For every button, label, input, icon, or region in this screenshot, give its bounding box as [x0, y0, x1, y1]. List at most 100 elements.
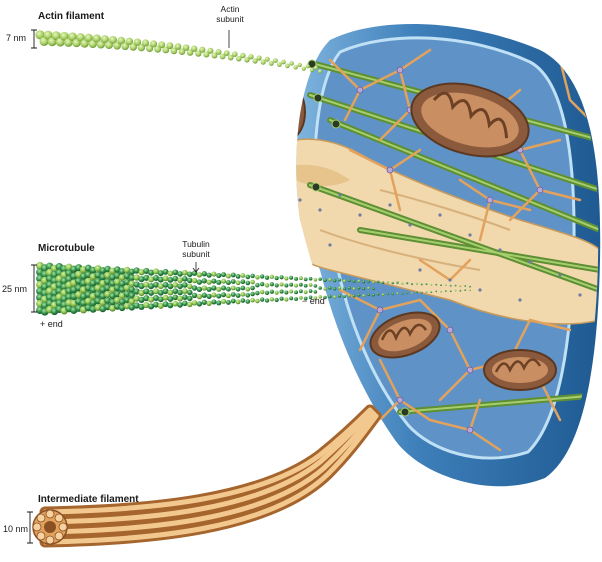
tubulin-subunit-bead: [211, 271, 217, 277]
tubulin-subunit-bead: [167, 283, 174, 290]
tubulin-subunit-bead: [279, 282, 284, 287]
tubulin-subunit-bead: [352, 294, 356, 298]
tubulin-subunit-bead: [274, 297, 279, 303]
microtubule-title: Microtubule: [38, 243, 95, 254]
tubulin-subunit-bead: [216, 300, 222, 306]
actin-subunit-bead: [35, 30, 45, 40]
tubulin-subunit-bead: [196, 293, 203, 300]
tubulin-subunit-bead: [469, 285, 471, 288]
tubulin-subunit-bead: [143, 295, 150, 302]
tubulin-subunit-bead: [196, 301, 203, 307]
actin-subunit-bead: [43, 30, 53, 40]
tubulin-subunit-bead: [289, 289, 294, 294]
actin-subunit-bead: [141, 39, 150, 47]
tubulin-subunit-bead: [454, 284, 457, 287]
tubulin-subunit-bead: [299, 295, 303, 300]
tubulin-subunit-bead: [221, 292, 227, 298]
tubulin-subunit-bead: [128, 292, 135, 299]
tubulin-subunit-bead: [284, 276, 289, 281]
tubulin-subunit-bead: [347, 278, 351, 283]
tubulin-subunit-bead: [235, 274, 241, 279]
actin-subunit-bead: [260, 59, 266, 65]
actin-subunit-bead: [178, 48, 186, 55]
tubulin-subunit-bead: [279, 289, 284, 294]
actin-subunit-bead: [174, 43, 182, 50]
tubulin-subunit-bead: [328, 277, 332, 282]
tubulin-subunit-bead: [167, 289, 174, 296]
tubulin-subunit-bead: [328, 286, 332, 290]
tubulin-subunit-bead: [459, 289, 462, 292]
tubulin-subunit-bead: [372, 287, 375, 291]
actin-subunit-bead: [100, 35, 109, 44]
tubulin-subunit-bead: [308, 289, 313, 293]
tubulin-subunit-bead: [235, 293, 241, 298]
tubulin-subunit-bead: [157, 270, 164, 277]
tubulin-subunit-bead: [245, 274, 251, 280]
tubulin-subunit-bead: [143, 274, 150, 281]
tubulin-subunit-bead: [454, 289, 457, 292]
tubulin-subunit-bead: [260, 297, 265, 302]
tubulin-subunit-bead: [245, 286, 251, 292]
tubulin-subunit-bead: [449, 290, 452, 293]
tubulin-subunit-bead: [381, 281, 385, 284]
intermediate-size-label: 10 nm: [3, 524, 29, 534]
tubulin-subunit-bead: [196, 286, 203, 292]
tubulin-subunit-bead: [201, 299, 207, 305]
tubulin-subunit-bead: [260, 289, 265, 295]
actin-subunit-bead: [68, 32, 77, 41]
tubulin-subunit-bead: [182, 294, 188, 300]
actin-filament: [35, 30, 322, 74]
tubulin-subunit-bead: [318, 295, 322, 299]
actin-subunit-bead: [277, 62, 282, 67]
tubulin-subunit-bead: [284, 297, 289, 302]
tubulin-subunit-bead: [308, 283, 313, 287]
tubulin-subunit-bead: [420, 291, 423, 294]
microtubule-size-label: 25 nm: [2, 284, 28, 294]
tubulin-subunit-bead: [289, 296, 294, 301]
tubulin-subunit-bead: [313, 278, 318, 282]
tubulin-subunit-bead: [430, 283, 433, 286]
cell-interior: [296, 48, 599, 452]
actin-subunit-bead: [170, 47, 178, 55]
tubulin-subunit-bead: [333, 287, 337, 291]
actin-subunit-bead: [137, 44, 146, 52]
actin-subunit-bead: [301, 66, 306, 71]
actin-subunit-bead: [133, 38, 142, 46]
tubulin-subunit-bead: [148, 283, 155, 290]
tubulin-subunit-bead: [255, 290, 260, 296]
tubulin-subunit-bead: [152, 281, 160, 288]
tubulin-subunit-bead: [260, 274, 265, 279]
actin-subunit-bead: [186, 49, 194, 56]
tubulin-subunit-bead: [294, 297, 299, 301]
actin-subunit-bead: [268, 60, 274, 66]
tubulin-subunit-bead: [138, 296, 145, 304]
tubulin-subunit-bead: [216, 279, 222, 285]
tubulin-subunit-bead: [444, 284, 447, 286]
actin-subunit-bead: [285, 63, 290, 69]
tubulin-subunit-bead: [191, 300, 198, 306]
tubulin-subunit-bead: [206, 279, 212, 285]
tubulin-subunit-bead: [303, 283, 308, 288]
tubulin-subunit-bead: [128, 286, 135, 293]
tubulin-subunit-bead: [148, 289, 155, 296]
actin-subunit-bead: [158, 41, 166, 49]
actin-subunit-bead: [244, 57, 250, 63]
tubulin-subunit-bead: [269, 297, 275, 302]
tubulin-subunit-bead: [250, 279, 255, 285]
tubulin-subunit-bead: [406, 282, 409, 285]
tubulin-subunit-bead: [362, 294, 366, 298]
tubulin-subunit-bead: [152, 294, 160, 302]
tubulin-subunit-bead: [391, 281, 394, 285]
mitochondrion-right: [483, 349, 557, 391]
tubulin-subunit-bead: [323, 287, 327, 291]
tubulin-subunit-bead: [172, 294, 179, 301]
tubulin-subunit-bead: [143, 288, 150, 295]
tubulin-subunit-bead: [323, 295, 327, 300]
tubulin-subunit-bead: [221, 272, 227, 278]
minus-end-label: − end: [302, 296, 325, 306]
actin-subunit-bead: [232, 51, 238, 57]
actin-subunit-bead: [305, 64, 310, 69]
tubulin-subunit-bead: [410, 292, 414, 295]
tubulin-subunit-bead: [264, 298, 270, 303]
